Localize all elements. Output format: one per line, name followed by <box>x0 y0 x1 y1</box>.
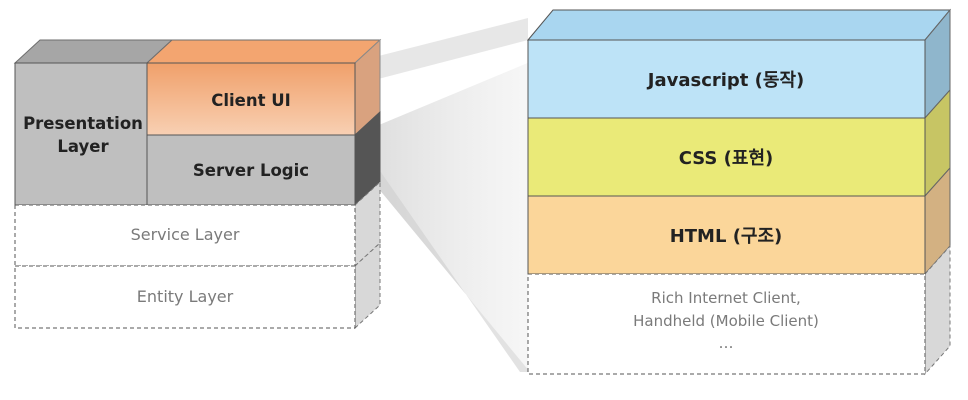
presentation-layer-label-line1: Presentation <box>23 114 143 133</box>
client-ui-top-face <box>145 39 382 64</box>
server-logic-label: Server Logic <box>193 161 309 180</box>
client-ui-label: Client UI <box>211 91 291 110</box>
client-ui-block <box>146 62 356 136</box>
presentation-layer-label-line2: Layer <box>57 137 109 156</box>
service-layer-block <box>14 204 356 267</box>
clients-block <box>527 273 926 375</box>
service-layer-label: Service Layer <box>131 225 240 244</box>
html-label: HTML (구조) <box>670 226 783 247</box>
css-label: CSS (표현) <box>679 148 774 169</box>
javascript-block <box>527 39 926 119</box>
clients-label-line3: … <box>719 334 734 352</box>
clients-label-line2: Handheld (Mobile Client) <box>633 312 819 330</box>
entity-layer-block <box>14 265 356 329</box>
entity-layer-label: Entity Layer <box>137 287 234 306</box>
right-layer-stack: Javascript (동작) CSS (표현) HTML (구조) Rich … <box>526 8 952 376</box>
clients-side-face <box>924 244 951 376</box>
zoom-connector <box>355 18 530 372</box>
left-layer-stack: Presentation Layer Client UI Server Logi… <box>13 38 382 330</box>
javascript-top-face <box>526 9 952 41</box>
presentation-layer-block <box>14 62 148 206</box>
css-block <box>527 117 926 197</box>
javascript-label: Javascript (동작) <box>646 70 804 91</box>
clients-label-line1: Rich Internet Client, <box>651 289 801 307</box>
server-logic-block <box>146 134 356 206</box>
presentation-top-face <box>13 39 174 64</box>
